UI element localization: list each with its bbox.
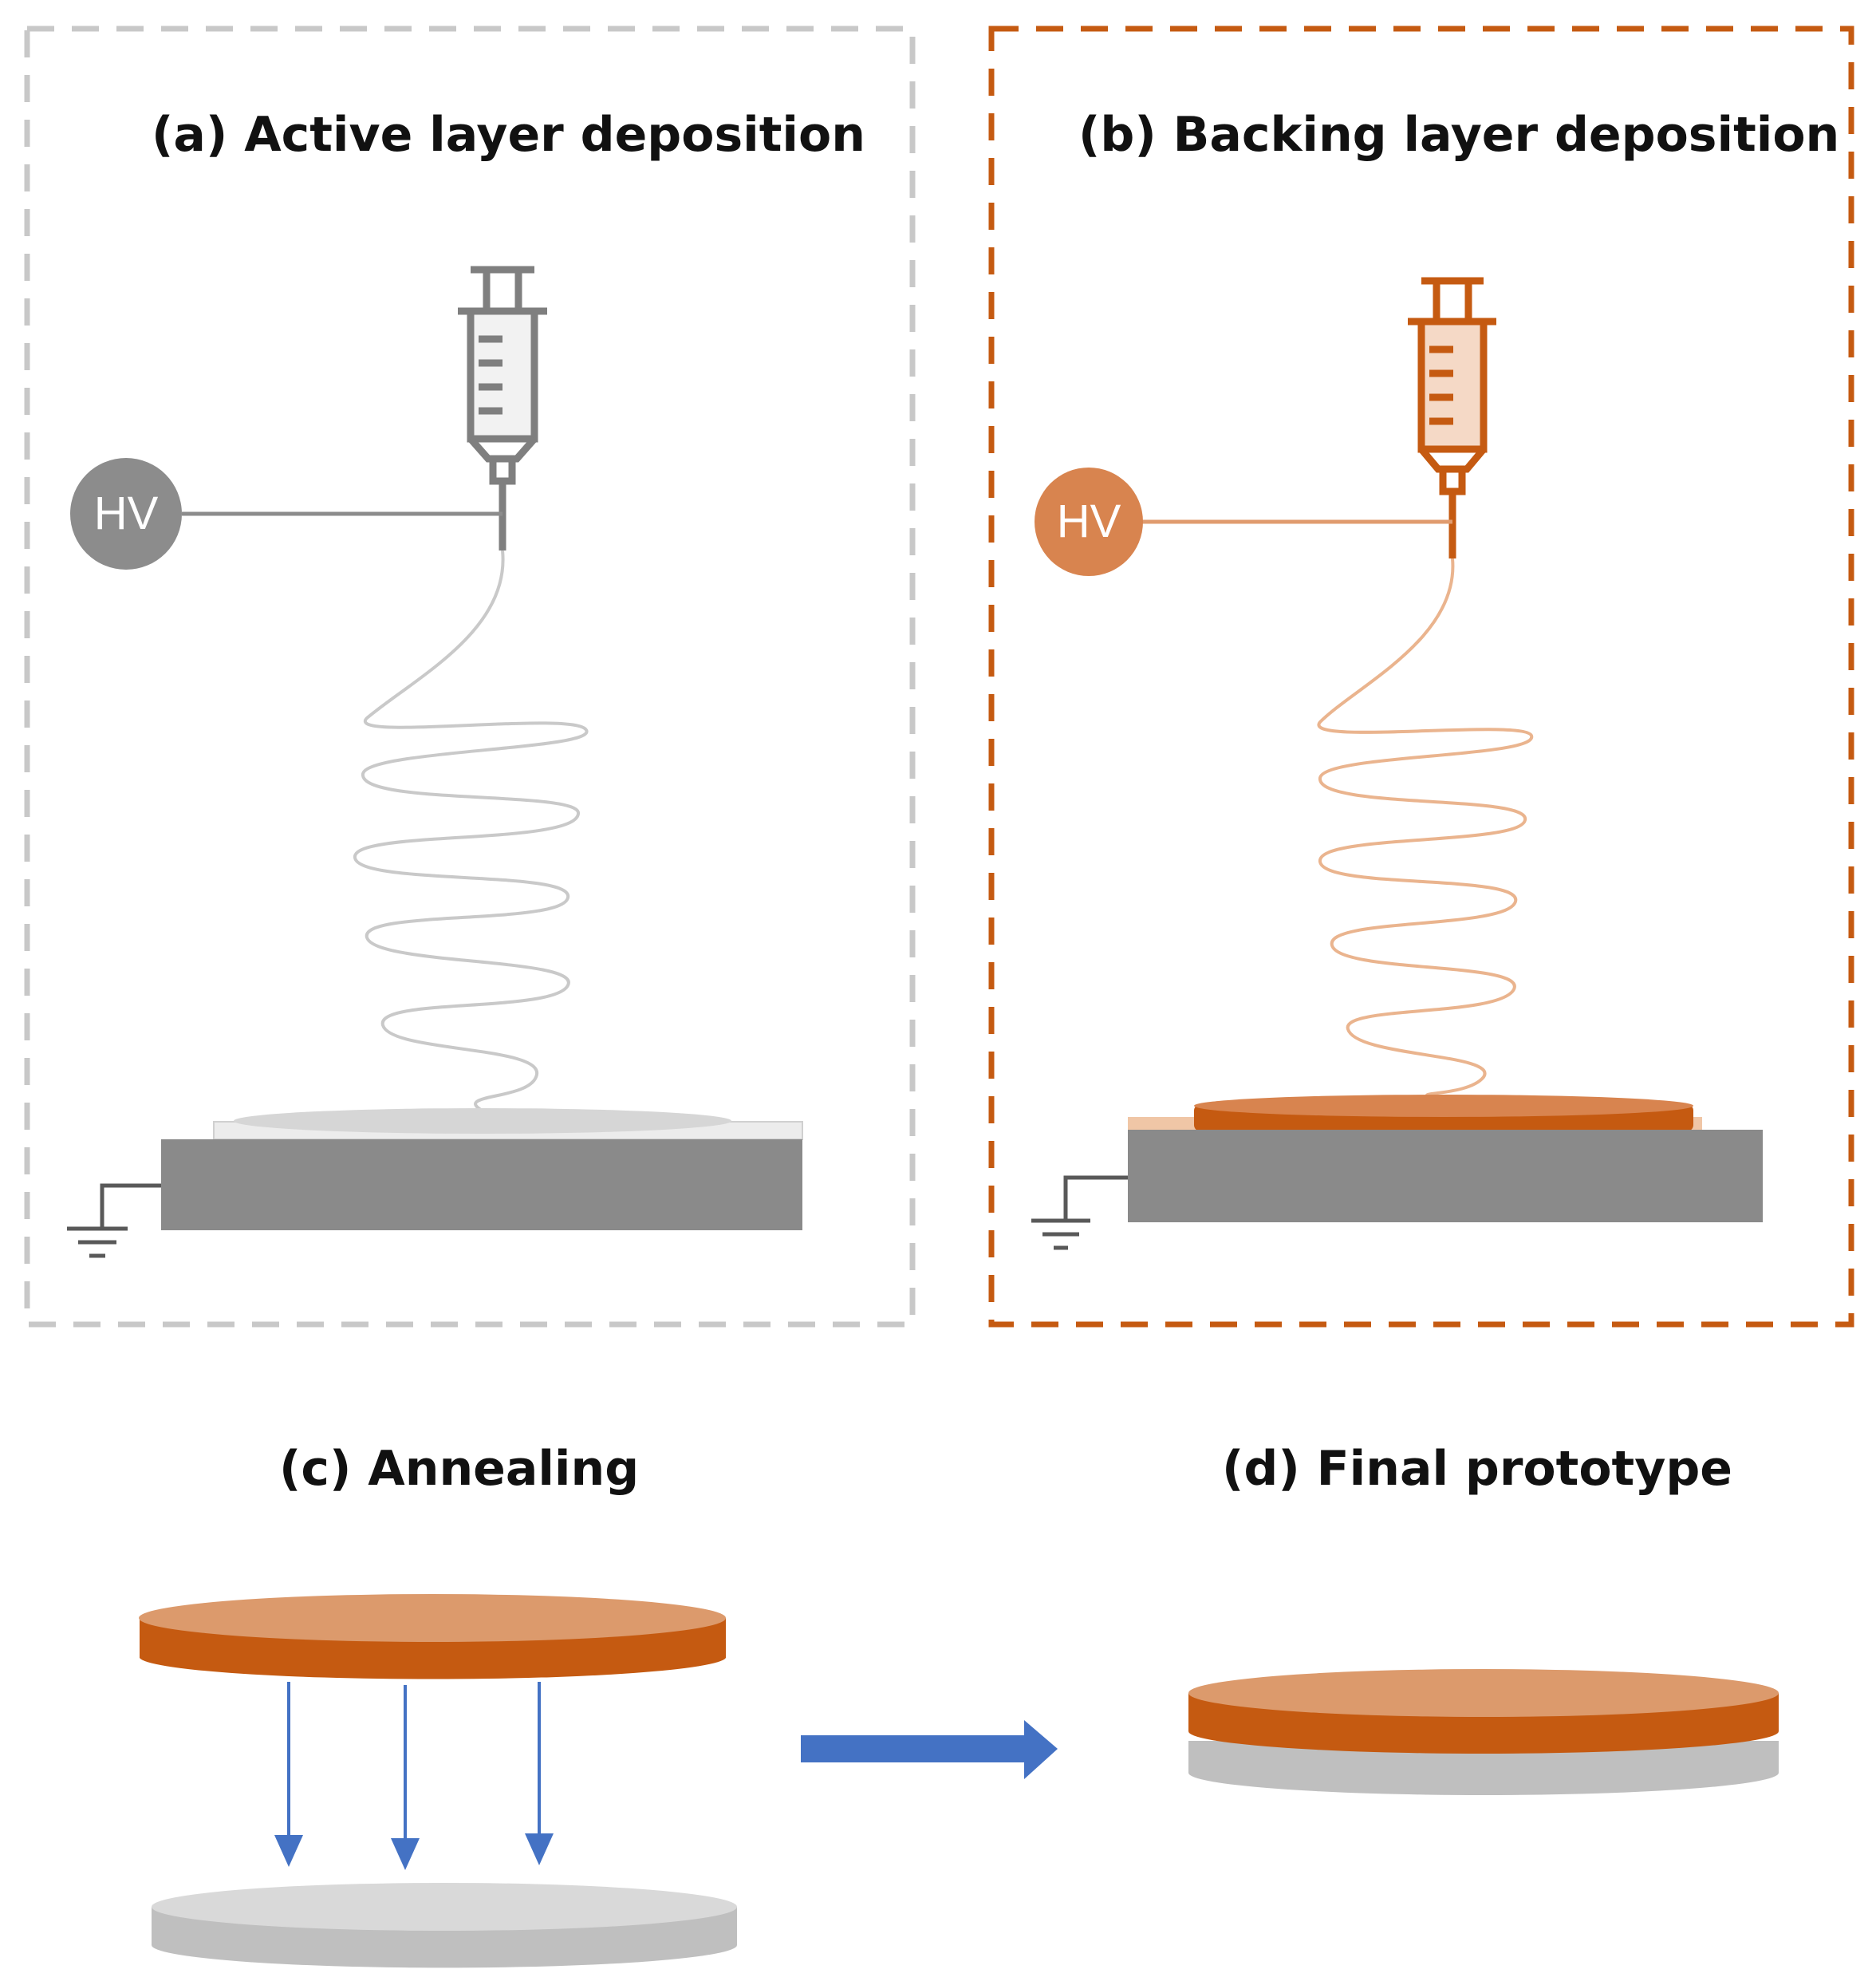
active-disc-side (1188, 1741, 1779, 1795)
syringe-icon (1408, 277, 1496, 558)
panel-a-frame (24, 26, 916, 1328)
hv-label: HV (1056, 495, 1121, 547)
panel-b-title: (b) Backing layer deposition (1078, 107, 1840, 163)
backing-disc-top (139, 1594, 726, 1642)
panel-b-illustration (1031, 277, 1763, 1250)
panel-b-frame (988, 26, 1854, 1328)
active-layer-disc (234, 1108, 731, 1134)
panel-a-title: (a) Active layer deposition (152, 107, 865, 163)
down-arrow-icons (274, 1682, 554, 1870)
panel-d-illustration (1188, 1669, 1779, 1795)
collector-plate (161, 1139, 802, 1230)
fiber-jet (353, 550, 589, 1115)
hv-label: HV (93, 487, 159, 539)
ground-icon (67, 1183, 161, 1258)
panel-c-title: (c) Annealing (279, 1441, 640, 1497)
syringe-icon (458, 266, 547, 551)
collector-plate (1128, 1130, 1763, 1222)
panel-a-illustration (67, 266, 803, 1258)
ground-icon (1031, 1175, 1128, 1250)
backing-disc-top (1188, 1669, 1779, 1717)
panel-d-title: (d) Final prototype (1222, 1441, 1732, 1497)
fiber-jet (1317, 558, 1534, 1099)
panel-c-illustration (139, 1594, 737, 1968)
hv-source-icon (70, 458, 182, 570)
hv-source-icon (1035, 468, 1143, 576)
process-arrow-icon (801, 1720, 1058, 1779)
backing-layer-disc-top (1194, 1095, 1693, 1117)
active-disc-top (152, 1883, 737, 1931)
